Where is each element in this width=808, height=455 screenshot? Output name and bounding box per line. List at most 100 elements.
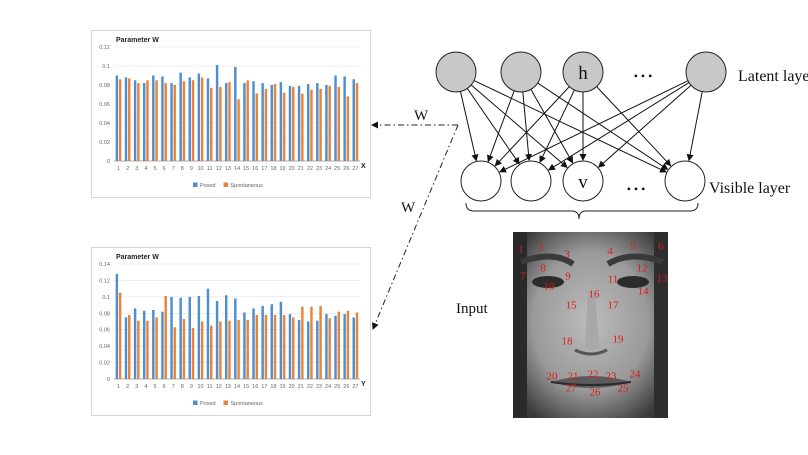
y-tick-label: 0.02 [99, 361, 110, 367]
landmark-label: 22 [587, 368, 599, 381]
x-tick-label: 22 [307, 166, 313, 172]
bar-spontaneous [228, 82, 231, 161]
bar-posed [288, 314, 292, 379]
x-tick-label: 27 [352, 384, 358, 390]
y-tick-label: 0.1 [102, 64, 110, 70]
x-tick-label: 13 [225, 166, 231, 172]
bar-posed [316, 320, 319, 379]
landmark-label: 19 [612, 333, 624, 346]
bar-posed [133, 308, 137, 379]
network-edge [494, 86, 570, 167]
x-tick-label: 14 [234, 166, 240, 172]
bar-spontaneous [210, 87, 213, 161]
bar-posed [334, 315, 337, 379]
bar-posed [297, 85, 301, 161]
bar-posed [215, 65, 219, 161]
visible-node [460, 160, 502, 202]
x-tick-label: 5 [153, 166, 156, 172]
visible-node [510, 160, 552, 202]
bar-posed [343, 314, 346, 379]
x-tick-label: 3 [135, 166, 138, 172]
bar-spontaneous [219, 321, 222, 379]
bar-spontaneous [273, 84, 277, 161]
landmark-label: 27 [565, 382, 577, 395]
network-edge [470, 84, 568, 168]
x-tick-label: 8 [181, 384, 184, 390]
bar-posed [142, 310, 146, 379]
x-tick-label: 23 [316, 384, 322, 390]
bar-posed [270, 85, 273, 161]
bar-spontaneous [173, 327, 177, 379]
landmark-label: 25 [617, 382, 629, 395]
latent-node-h [562, 51, 604, 93]
x-tick-label: 22 [307, 384, 313, 390]
y-tick-label: 0.04 [99, 121, 110, 127]
x-tick-label: 17 [261, 166, 267, 172]
x-tick-label: 9 [190, 166, 193, 172]
bar-spontaneous [146, 80, 149, 161]
bar-posed [179, 72, 182, 161]
bar-spontaneous [310, 89, 313, 161]
bar-posed [261, 305, 264, 379]
bar-spontaneous [155, 317, 158, 379]
landmark-label: 17 [607, 299, 619, 312]
y-tick-label: 0.1 [102, 295, 110, 301]
y-tick-label: 0.12 [99, 45, 110, 51]
network-edges [459, 80, 703, 173]
x-tick-label: 7 [172, 166, 175, 172]
face-drawing [513, 232, 668, 418]
bar-spontaneous [200, 77, 204, 161]
x-tick-label: 6 [163, 166, 166, 172]
bar-spontaneous [310, 306, 313, 379]
x-tick-label: 16 [252, 166, 258, 172]
x-tick-label: 5 [153, 384, 156, 390]
weight-label-y: W [401, 200, 416, 216]
bar-posed [325, 314, 328, 379]
bar-spontaneous [219, 86, 222, 161]
landmark-label: 4 [607, 245, 613, 258]
bar-spontaneous [118, 79, 122, 161]
y-tick-label: 0.06 [99, 328, 110, 334]
axis-letter: Y [361, 381, 366, 388]
y-tick-label: 0 [107, 377, 110, 383]
bar-posed [243, 312, 246, 379]
bar-spontaneous [182, 319, 186, 379]
y-tick-label: 0 [107, 159, 110, 165]
bar-spontaneous [319, 305, 322, 379]
bar-spontaneous [164, 83, 167, 161]
bar-posed [224, 295, 228, 379]
x-tick-label: 9 [190, 384, 193, 390]
bar-spontaneous [137, 320, 140, 379]
bar-posed [279, 82, 283, 161]
bar-spontaneous [264, 88, 268, 161]
bar-spontaneous [255, 93, 259, 161]
bar-spontaneous [228, 320, 231, 379]
bar-posed [152, 75, 155, 161]
landmark-label: 15 [565, 299, 577, 312]
bar-posed [234, 298, 237, 379]
legend-entry: Posed [200, 183, 216, 189]
x-tick-label: 14 [234, 384, 240, 390]
bar-posed [161, 76, 164, 161]
axis-letter: X [361, 163, 366, 170]
bar-spontaneous [346, 96, 350, 161]
visible-layer-label: Visible layer [709, 180, 791, 197]
landmark-label: 21 [567, 370, 579, 383]
x-tick-label: 27 [352, 166, 358, 172]
latent-node [500, 51, 542, 93]
bar-posed [124, 77, 128, 161]
x-tick-label: 10 [197, 166, 203, 172]
bar-spontaneous [155, 80, 158, 161]
landmark-label: 16 [588, 288, 600, 301]
x-tick-label: 20 [289, 384, 295, 390]
x-tick-label: 19 [279, 166, 285, 172]
bar-spontaneous [337, 86, 341, 161]
bar-spontaneous [191, 80, 195, 161]
bar-spontaneous [273, 314, 277, 379]
x-tick-label: 19 [279, 384, 285, 390]
legend-swatch [223, 400, 228, 405]
bar-posed [270, 304, 273, 379]
x-tick-label: 25 [334, 166, 340, 172]
landmark-label: 3 [564, 248, 570, 261]
